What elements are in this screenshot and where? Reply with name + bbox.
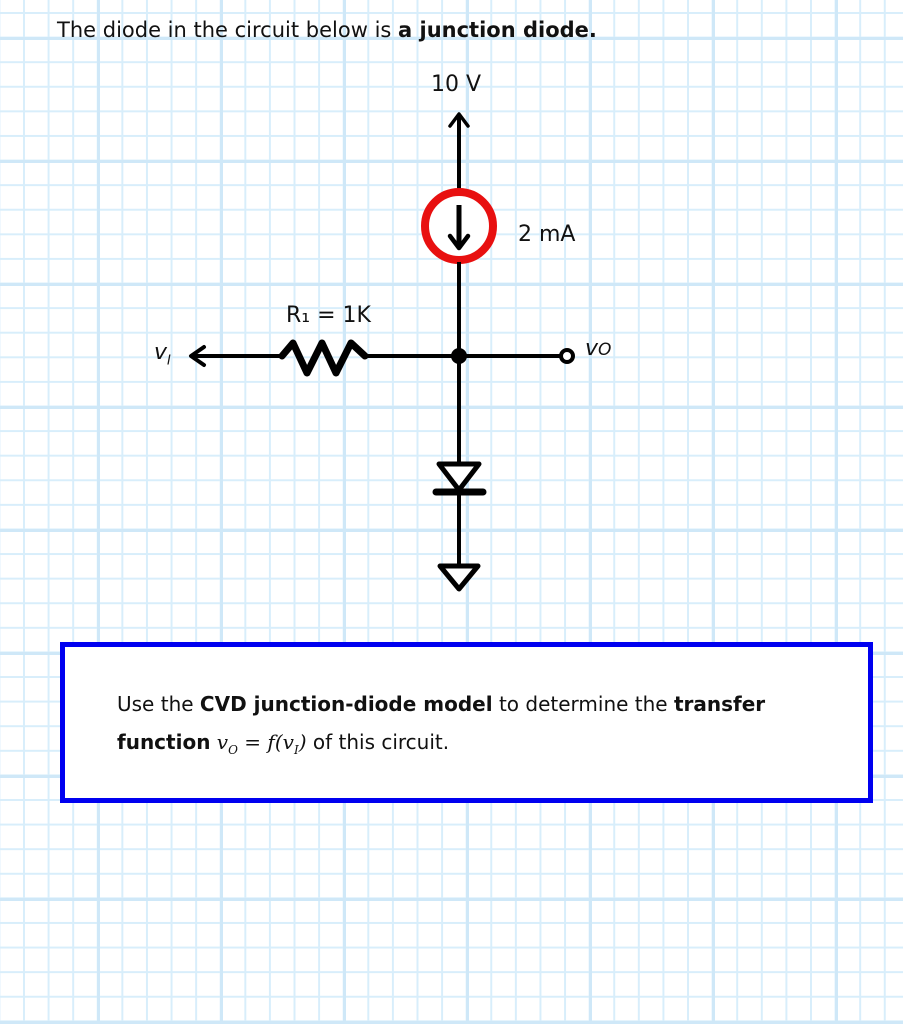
supply-arrow-icon — [448, 112, 470, 190]
task-text-2c: of this circuit. — [306, 730, 450, 754]
title-prefix: The diode in the circuit below is — [57, 18, 399, 42]
circuit-diagram — [189, 112, 575, 592]
formula-lhs-sub: O — [228, 743, 238, 757]
supply-voltage-label: 10 V — [431, 72, 482, 97]
output-label-sub: O — [598, 340, 612, 360]
task-text-1c: to determine the — [492, 692, 674, 716]
task-text-2a: function — [117, 730, 211, 754]
output-voltage-label: vO — [585, 336, 611, 361]
input-label-sub: I — [167, 353, 171, 369]
current-source-label: 2 mA — [518, 222, 576, 247]
input-label-main: v — [154, 340, 168, 365]
transfer-function-formula: vO = f(vI) — [216, 730, 307, 757]
task-box: Use the CVD junction-diode model to dete… — [60, 642, 873, 803]
resistor-label: R₁ = 1K — [286, 303, 371, 328]
output-terminal-icon — [559, 348, 575, 364]
title-bold: a junction diode. — [398, 18, 597, 42]
ground-icon — [437, 563, 481, 592]
task-text-1b: CVD junction-diode model — [199, 692, 493, 716]
diode-icon — [432, 461, 487, 496]
problem-statement: The diode in the circuit below is a junc… — [57, 18, 597, 42]
task-text-1d: transfer — [673, 692, 766, 716]
formula-mid-sub: I — [293, 743, 299, 757]
task-text-1a: Use the — [117, 692, 200, 716]
formula-lhs: v — [216, 730, 229, 754]
output-label-main: v — [585, 336, 599, 361]
task-text: Use the CVD junction-diode model to dete… — [117, 685, 765, 769]
resistor-icon — [278, 339, 369, 377]
input-arrow-icon — [189, 345, 206, 367]
current-source-icon — [421, 188, 497, 264]
formula-end: ) — [298, 730, 307, 754]
input-voltage-label: vI — [154, 340, 171, 368]
formula-mid: = f(v — [237, 730, 294, 754]
